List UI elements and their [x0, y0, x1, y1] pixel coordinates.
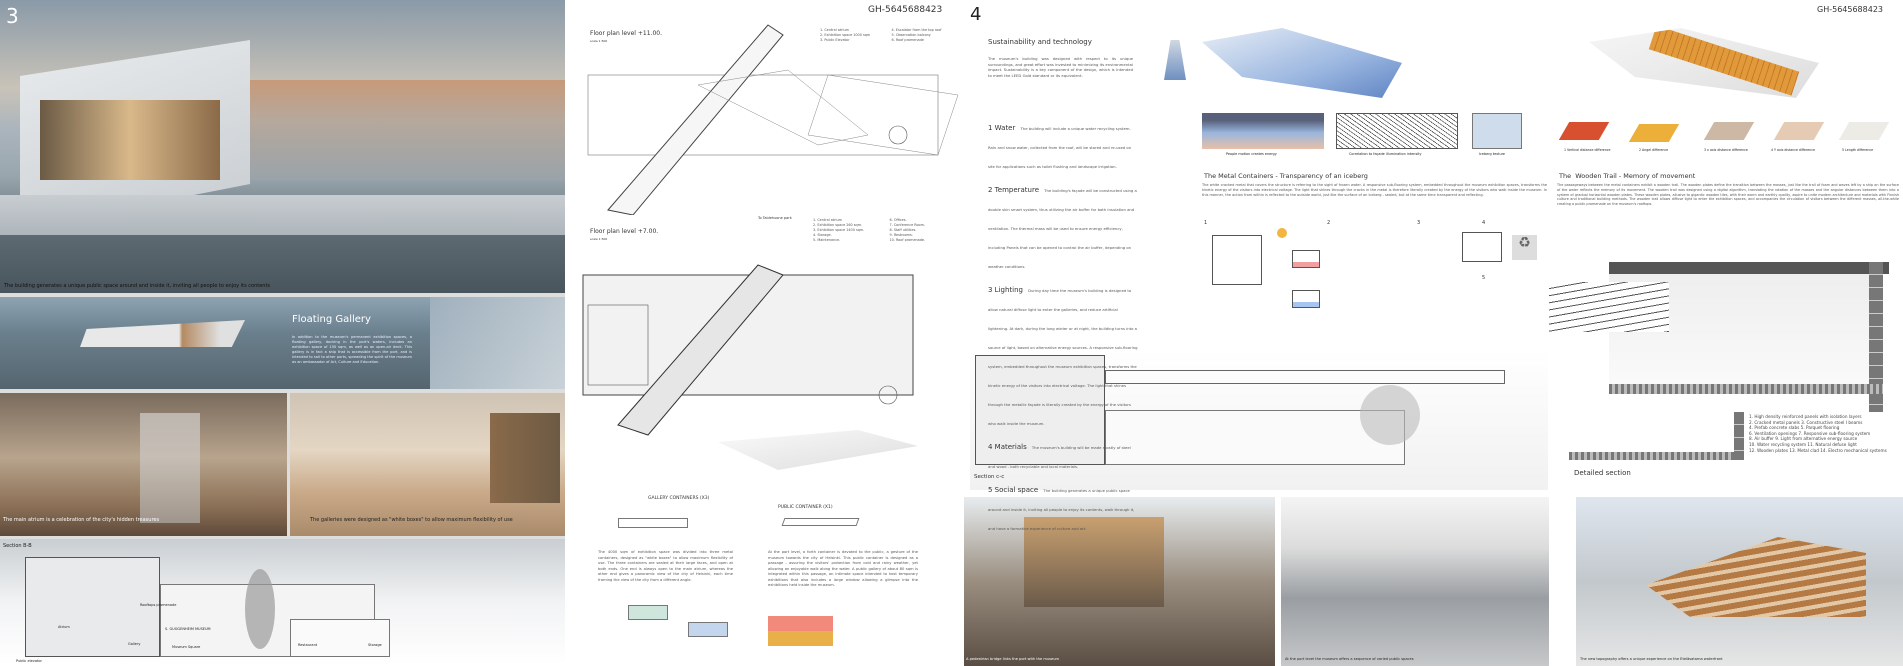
- diagram-number: 4: [1482, 220, 1486, 226]
- sustainability-title: Sustainability and technology: [988, 38, 1092, 46]
- plan2-note: To Taidehuone park: [758, 216, 792, 220]
- photo-port: At the port level the museum offers a se…: [1281, 497, 1549, 666]
- public-container-diagram: [781, 518, 860, 526]
- sustainability-items: 1 Water The building will include a uniq…: [988, 115, 1138, 534]
- gallery-text: The 4000 sqm of exhibition space was div…: [598, 550, 733, 582]
- thumb-iceberg: [1472, 113, 1522, 149]
- photo-topography: The new topography offers a unique exper…: [1576, 497, 1903, 666]
- wooden-trail-text: The passageways between the metal contai…: [1557, 183, 1899, 207]
- algo-caption: 4 Y axis distance difference: [1771, 148, 1815, 152]
- detail-legend: 1. High density reinforced panels with i…: [1749, 414, 1903, 454]
- floor-plan-7: [582, 264, 914, 436]
- floating-gallery-title: Floating Gallery: [292, 314, 371, 325]
- detailed-section-drawing: [1549, 262, 1903, 412]
- metal-containers-title: The Metal Containers - Transparency of a…: [1204, 172, 1368, 180]
- plan2-title: Floor plan level +7.00.: [590, 228, 659, 235]
- diagram-number: 1: [1204, 220, 1208, 226]
- photo-bridge: A pedestrian bridge links the port with …: [964, 497, 1275, 666]
- wooden-trail-axonometric: [1589, 28, 1819, 98]
- diagram-number: 5: [1482, 275, 1486, 281]
- sustain-item-temperature: 2 Temperature The building's façade will…: [988, 186, 1137, 269]
- section-label: Storage: [368, 643, 382, 647]
- section-label: S. GUGGENHEIM MUSEUM: [165, 627, 211, 631]
- detailed-section-title: Detailed section: [1574, 469, 1631, 477]
- sustain-item-lighting: 3 Lighting During day time the museum's …: [988, 286, 1138, 426]
- algo-caption: 2 Angel difference: [1639, 148, 1669, 152]
- public-text: At the port level, a forth container is …: [768, 550, 918, 587]
- wooden-trail-title: The Wooden Trail - Memory of movement: [1559, 172, 1696, 180]
- photo-caption: At the port level the museum offers a se…: [1285, 657, 1414, 661]
- gallery-caption: The galleries were designed as "white bo…: [310, 517, 513, 523]
- algo-caption: 1 Vertical distance difference: [1564, 148, 1611, 152]
- section-label: Rooftops promenade: [140, 603, 177, 607]
- section-c-c-title: Section c-c: [974, 474, 1005, 480]
- diagram-number: 2: [1327, 220, 1331, 226]
- plan1-title: Floor plan level +11.00.: [590, 30, 662, 37]
- metal-containers-text: The white cracked metal that covers the …: [1202, 183, 1547, 197]
- sustainability-intro: The museum's building was designed with …: [988, 56, 1133, 78]
- floating-gallery-text: In addition to the museum's permanent ex…: [292, 335, 412, 364]
- plan2-scale: scale 1:500: [590, 237, 608, 241]
- floor-plan-11: [587, 24, 959, 215]
- section-label: Atrium: [58, 625, 70, 629]
- sustain-item-materials: 4 Materials The museum's building will b…: [988, 443, 1131, 469]
- thumb-energy: [1202, 113, 1324, 149]
- algo-caption: 3 x axis distance difference: [1704, 148, 1748, 152]
- energy-diagrams: 1 2 3 4 5 ♻: [1202, 220, 1547, 330]
- floating-gallery-panel: Floating Gallery In addition to the muse…: [0, 297, 565, 389]
- algorithm-diagrams: 1 Vertical distance difference 2 Angel d…: [1549, 112, 1903, 157]
- atrium-caption: The main atrium is a celebration of the …: [3, 517, 160, 523]
- detail-base-slab: [1569, 452, 1734, 460]
- board-4: 4 Sustainability and technology The muse…: [964, 0, 1549, 666]
- project-code: GH-5645688423: [868, 5, 943, 15]
- public-diagram: [768, 616, 833, 646]
- recycle-icon: ♻: [1512, 235, 1537, 260]
- sustain-item-water: 1 Water The building will include a uniq…: [988, 124, 1132, 169]
- building-axonometric-blue: [1202, 28, 1402, 98]
- section-label: Public elevator: [16, 659, 42, 663]
- section-label: Restaurant: [298, 643, 318, 647]
- diagram-number: 3: [1417, 220, 1421, 226]
- photo-caption: A pedestrian bridge links the port with …: [966, 657, 1060, 661]
- sustain-item-social: 5 Social space The building generates a …: [988, 486, 1135, 531]
- page-number: 4: [970, 4, 982, 25]
- algo-caption: 5 Length difference: [1842, 148, 1874, 152]
- atrium-render: The main atrium is a celebration of the …: [0, 393, 287, 536]
- detail-wall: [1734, 412, 1744, 460]
- board-3: The building generates a unique public s…: [0, 0, 565, 666]
- thumb-caption: People motion creates energy: [1226, 152, 1277, 156]
- gallery-container-diagram: [618, 518, 688, 528]
- thumb-caption: Iceberg texture: [1479, 152, 1505, 156]
- hero-caption: The building generates a unique public s…: [4, 283, 271, 289]
- thumb-correlation: [1336, 113, 1458, 149]
- sun-icon: [1277, 228, 1287, 238]
- board-plans: GH-5645688423 Floor plan level +11.00. s…: [568, 0, 964, 666]
- thumb-caption: Correlation to façade illumination inten…: [1349, 152, 1422, 156]
- gallery-render: The galleries were designed as "white bo…: [290, 393, 565, 536]
- section-label: Museum Square: [172, 645, 201, 649]
- public-container-label: PUBLIC CONTAINER (X1): [778, 505, 833, 510]
- section-label: Gallery: [128, 642, 141, 646]
- hero-render: The building generates a unique public s…: [0, 0, 565, 293]
- section-c-c: Section c-c: [970, 350, 1548, 490]
- plan1-scale: scale 1:500: [590, 39, 608, 43]
- section-b-b: Section B-B Rooftops promenade Atrium Ga…: [0, 539, 565, 666]
- photo-caption: The new topography offers a unique exper…: [1580, 657, 1723, 661]
- gallery-containers-label: GALLERY CONTAINERS (X3): [648, 496, 710, 501]
- board-5: GH-5645688423 1 Vertical distance differ…: [1549, 0, 1903, 666]
- section-b-b-title: Section B-B: [3, 543, 32, 549]
- iceberg-icon: [1164, 40, 1186, 80]
- project-code: GH-5645688423: [1817, 5, 1883, 14]
- plan-diagram-b: [688, 622, 728, 637]
- plan-diagram-a: [628, 605, 668, 620]
- page-number: 3: [6, 4, 19, 28]
